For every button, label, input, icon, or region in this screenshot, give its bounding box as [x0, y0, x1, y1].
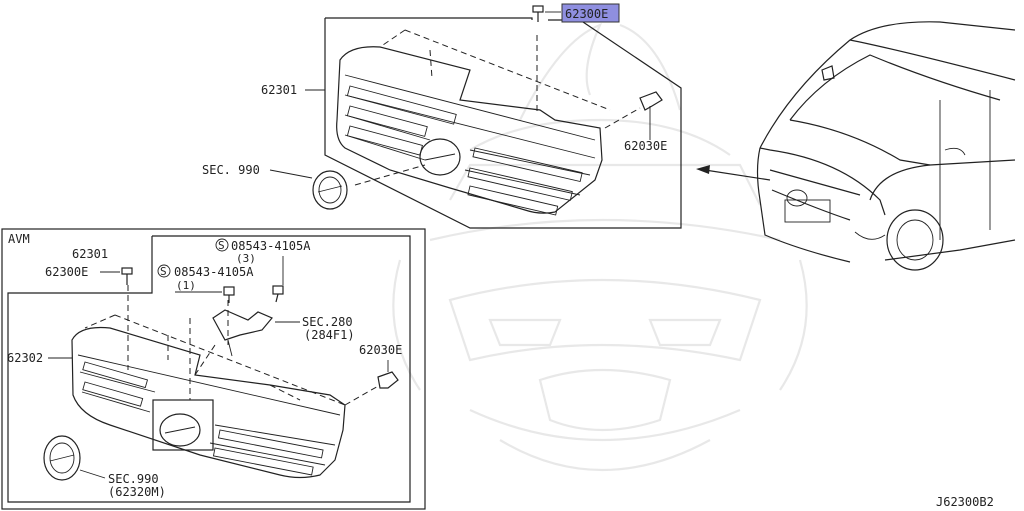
label-avm-62300e[interactable]: 62300E — [45, 265, 88, 279]
s-symbol-icon: S — [215, 238, 229, 252]
svg-text:S: S — [218, 239, 225, 252]
label-bolt-a-qty: (3) — [236, 252, 256, 265]
emblem-icon — [312, 170, 348, 210]
label-sec-280-ref: (284F1) — [304, 328, 355, 342]
top-clip-icon — [532, 5, 544, 22]
label-62300e-highlight[interactable]: 62300E — [561, 3, 620, 23]
camera-sensor-icon — [212, 309, 273, 357]
avm-title: AVM — [8, 232, 30, 246]
label-bolt-b-code[interactable]: 08543-4105A — [174, 265, 254, 279]
avm-bolt-icon — [223, 285, 284, 303]
top-grille-assembly — [269, 5, 682, 229]
svg-text:S: S — [160, 265, 167, 278]
diagram-code: J62300B2 — [936, 495, 994, 509]
top-bracket-icon — [639, 91, 663, 140]
avm-bracket-icon — [377, 371, 399, 389]
label-sec-280[interactable]: SEC.280 — [302, 315, 353, 329]
avm-clip-icon — [121, 267, 133, 285]
label-bolt-a-code[interactable]: 08543-4105A — [231, 239, 311, 253]
label-avm-62302[interactable]: 62302 — [7, 351, 43, 365]
vehicle-pointer-arrow — [696, 165, 771, 181]
label-avm-sec-990[interactable]: SEC.990 — [108, 472, 159, 486]
vehicle-illustration — [756, 21, 1016, 271]
svg-text:62300E: 62300E — [565, 7, 608, 21]
label-62301[interactable]: 62301 — [261, 83, 297, 97]
label-avm-sec-990-ref: (62320M) — [108, 485, 166, 499]
watermark-emblem — [392, 23, 808, 472]
s-symbol-icon: S — [157, 264, 171, 278]
avm-grille-assembly — [1, 228, 426, 510]
label-62030e[interactable]: 62030E — [624, 139, 667, 153]
label-avm-62030e[interactable]: 62030E — [359, 343, 402, 357]
label-bolt-b-qty: (1) — [176, 279, 196, 292]
label-sec-990[interactable]: SEC. 990 — [202, 163, 260, 177]
avm-emblem-icon — [43, 435, 81, 481]
label-avm-62301[interactable]: 62301 — [72, 247, 108, 261]
